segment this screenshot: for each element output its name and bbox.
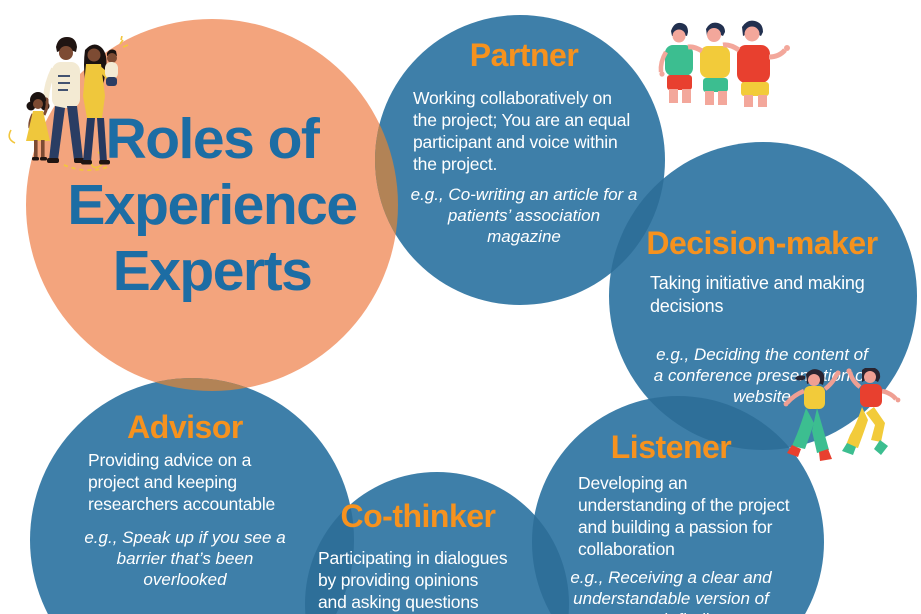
co-thinker-body: Participating in dialogues by providing … [312, 547, 524, 613]
mother-figure [81, 44, 113, 165]
text-line: project and keeping [88, 472, 237, 492]
text-line: understanding of the project [578, 495, 790, 515]
advisor-heading: Advisor [127, 409, 243, 445]
text-line: website [733, 387, 791, 406]
baby-figure [105, 49, 118, 86]
text-line: e.g., Co-writing an article for a [410, 185, 638, 204]
friends-illustration [658, 20, 790, 107]
advisor-section: Advisor Providing advice on a project an… [75, 410, 295, 590]
partner-circle [375, 15, 665, 305]
swoosh-decoration [63, 164, 111, 171]
title-line: Experts [112, 239, 313, 303]
co-thinker-heading: Co-thinker [340, 498, 497, 534]
text-line: Providing advice on a [88, 450, 252, 470]
decision-maker-section: Decision-maker Taking initiative and mak… [628, 226, 896, 407]
partner-example: e.g., Co-writing an article for a patien… [398, 184, 650, 247]
text-line: Developing an [578, 473, 688, 493]
title-circle [26, 19, 398, 391]
text-line: magazine [487, 227, 561, 246]
daughter-figure [26, 92, 50, 161]
partner-section: Partner Working collaboratively on the p… [398, 38, 650, 247]
text-line: participant and voice within [413, 132, 618, 152]
text-line: by providing opinions [318, 570, 479, 590]
father-figure [43, 37, 86, 163]
listener-example: e.g., Receiving a clear and understandab… [560, 567, 782, 614]
text-line: decisions [650, 295, 724, 316]
listener-heading: Listener [610, 429, 732, 465]
text-line: e.g., Receiving a clear and [570, 568, 772, 587]
text-line: research findings [560, 609, 782, 614]
text-line: Working collaboratively on [413, 88, 612, 108]
dancer-red-top [842, 368, 901, 455]
decision-maker-heading: Decision-maker [646, 225, 878, 261]
title-line: Experience [67, 173, 358, 237]
decision-maker-body: Taking initiative and making decisions [628, 272, 896, 317]
partner-body: Working collaboratively on the project; … [398, 87, 650, 175]
text-line: understandable version of [573, 589, 769, 608]
co-thinker-section: Co-thinker Participating in dialogues by… [312, 499, 524, 613]
title-line: Roles of [105, 107, 320, 171]
family-illustration [8, 36, 129, 171]
text-line: overlooked [143, 570, 227, 589]
advisor-example: e.g., Speak up if you see a barrier that… [75, 527, 295, 590]
text-line: and building a passion for [578, 517, 773, 537]
text-line: the project. [413, 154, 498, 174]
text-line: Taking initiative and making [650, 273, 865, 293]
page-title: Roles of Experience Experts [28, 106, 396, 304]
listener-circle [532, 396, 824, 614]
text-line: researchers accountable [88, 494, 276, 514]
sparkle-icon [119, 36, 129, 48]
text-line: e.g., Deciding the content of [656, 345, 868, 364]
partner-heading: Partner [469, 37, 579, 73]
advisor-body: Providing advice on a project and keepin… [75, 449, 295, 515]
text-line: e.g., Speak up if you see a [84, 528, 286, 547]
swoosh-decoration [8, 129, 16, 144]
text-line: and asking questions [318, 592, 479, 612]
text-line: barrier that’s been [116, 549, 254, 568]
text-line: patients’ association [447, 206, 601, 225]
advisor-circle [30, 378, 354, 614]
text-line: the project; You are an equal [413, 110, 631, 130]
friend-red-shirt [722, 20, 790, 107]
listener-body: Developing an understanding of the proje… [560, 472, 790, 560]
dancer-yellow-top [783, 369, 841, 461]
text-line: collaboration [578, 539, 675, 559]
friend-yellow-shirt [687, 22, 730, 105]
co-thinker-circle [305, 472, 569, 614]
friend-green-shirt [658, 22, 693, 103]
listener-section: Listener Developing an understanding of … [560, 429, 790, 614]
dancers-illustration [783, 368, 901, 461]
text-line: Participating in dialogues [318, 548, 508, 568]
